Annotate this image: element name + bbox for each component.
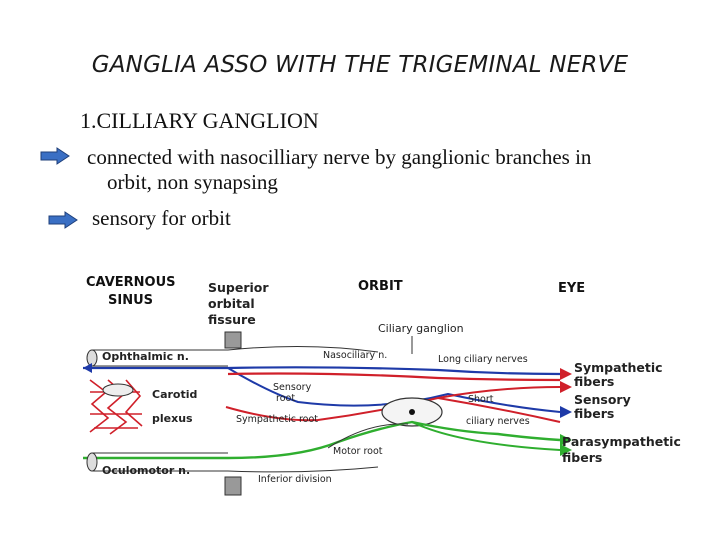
- sensory-root-label-2: root: [276, 393, 295, 404]
- bullet-arrow-icon: [48, 211, 78, 229]
- ciliary-ganglion-label: Ciliary ganglion: [378, 322, 464, 335]
- sof-label-3: fissure: [208, 312, 256, 327]
- plexus-label: plexus: [152, 412, 193, 425]
- inferior-division-label: Inferior division: [258, 474, 332, 485]
- sensory-fibers-label-2: fibers: [574, 406, 614, 421]
- sensory-fibers-label-1: Sensory: [574, 392, 631, 407]
- carotid-artery: [102, 383, 134, 397]
- bullet-arrow-icon: [40, 147, 70, 165]
- sinus-label: SINUS: [108, 293, 153, 308]
- bullet-item: connected with nasocilliary nerve by gan…: [87, 145, 687, 195]
- orbit-label: ORBIT: [358, 279, 403, 294]
- sof-label-2: orbital: [208, 296, 255, 311]
- oculomotor-label: Oculomotor n.: [102, 464, 190, 477]
- sof-label-1: Superior: [208, 280, 269, 295]
- ciliary-ganglion-diagram: CAVERNOUS SINUS ORBIT EYE Superior orbit…: [78, 262, 690, 524]
- sympathetic-root-label: Sympathetic root: [236, 414, 318, 425]
- sensory-fiber-path: [83, 366, 561, 376]
- parasympathetic-fibers-label-1: Parasympathetic: [562, 434, 681, 449]
- bullet-item: sensory for orbit: [92, 206, 231, 231]
- carotid-label: Carotid: [152, 388, 197, 401]
- sympathetic-fibers-label-2: fibers: [574, 374, 614, 389]
- fissure-block-bottom: [224, 476, 242, 496]
- short-label: Short: [468, 394, 494, 405]
- eye-label: EYE: [558, 281, 585, 296]
- bullet-text: connected with nasocilliary nerve by gan…: [87, 145, 592, 169]
- ophthalmic-label: Ophthalmic n.: [102, 350, 189, 363]
- ciliary-nerves-label: ciliary nerves: [466, 416, 530, 427]
- bullet-text-continued: orbit, non synapsing: [107, 170, 278, 194]
- sympathetic-fibers-label-1: Sympathetic: [574, 360, 663, 375]
- slide-title: GANGLIA ASSO WITH THE TRIGEMINAL NERVE: [91, 52, 629, 78]
- sensory-root-label-1: Sensory: [273, 382, 312, 393]
- subheading: 1.CILLIARY GANGLION: [80, 108, 319, 133]
- cavernous-label: CAVERNOUS: [86, 275, 176, 290]
- bullet-text: sensory for orbit: [92, 206, 231, 230]
- motor-root-label: Motor root: [333, 446, 383, 457]
- oculomotor-nerve-end: [86, 452, 98, 472]
- parasympathetic-fibers-label-2: fibers: [562, 450, 602, 465]
- fissure-block-top: [224, 331, 242, 349]
- parasympathetic-fiber-path: [83, 420, 561, 460]
- sympathetic-fiber-path: [227, 372, 561, 382]
- nasociliary-label: Nasociliary n.: [323, 350, 387, 361]
- long-ciliary-label: Long ciliary nerves: [438, 354, 528, 365]
